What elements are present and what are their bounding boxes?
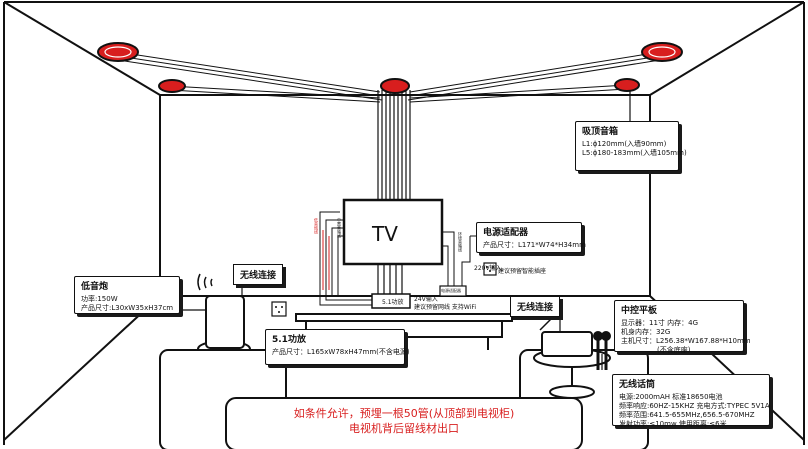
socket-hint-label: 建议预留智能插座 bbox=[498, 268, 547, 275]
v24-label: 24V输入 bbox=[414, 296, 438, 303]
control-panel-storage: 机身内存：32G bbox=[621, 328, 671, 336]
control-panel-card: 中控平板 显示器：11寸 内存：4G 机身内存：32G 主机尺寸：L256.38… bbox=[614, 300, 751, 354]
network-label: 建议预留网线 支持WiFi bbox=[414, 304, 477, 311]
ceiling-speaker-surround-right bbox=[614, 78, 640, 92]
power-adapter-title: 电源适配器 bbox=[483, 228, 529, 238]
control-panel-display: 显示器：11寸 内存：4G bbox=[621, 319, 699, 327]
ceiling-wires bbox=[117, 51, 661, 103]
bottom-note-line2: 电视机背后留线材出口 bbox=[349, 422, 459, 435]
microphone-title: 无线话筒 bbox=[619, 380, 656, 390]
microphone-row4: 发射功率:≤10mw 使用距离:≤6米 bbox=[619, 420, 727, 428]
vertical-label-1: 低音炮线 bbox=[314, 218, 319, 234]
ceiling-speakers bbox=[97, 42, 683, 94]
ceiling-speaker-surround-left bbox=[158, 79, 186, 93]
amp-box-label: 5.1功放 bbox=[382, 299, 404, 306]
side-table bbox=[533, 309, 611, 399]
power-adapter-size: 产品尺寸：L171*W74*H34mm bbox=[483, 241, 586, 249]
subwoofer-title: 低音炮 bbox=[81, 282, 109, 292]
microphone-row2: 频率响应:60HZ-15KHZ 充电方式:TYPEC 5V1A bbox=[619, 402, 770, 410]
subwoofer-power: 功率:150W bbox=[81, 295, 118, 303]
control-panel-size: 主机尺寸：L256.38*W167.88*H10mm bbox=[621, 337, 751, 345]
adapter-box bbox=[439, 285, 467, 297]
v220-label: 220V输入 bbox=[474, 265, 502, 272]
ceiling-speaker-l5: L5:ϕ180-183mm(入墙105mm) bbox=[582, 149, 687, 157]
bottom-note-line1: 如条件允许，预埋一根50管(从顶部到电视柜) bbox=[293, 407, 515, 420]
power-adapter-card: 电源适配器 产品尺寸：L171*W74*H34mm bbox=[476, 222, 586, 253]
ceiling-speaker-center bbox=[380, 78, 410, 94]
subwoofer-size: 产品尺寸:L30xW35xH37cm bbox=[81, 304, 174, 312]
vertical-label-2: 中置音箱线 bbox=[337, 218, 342, 238]
tv-label: TV bbox=[372, 222, 398, 246]
vertical-label-3: 环绕音箱线 bbox=[458, 232, 463, 252]
bottom-note: 如条件允许，预埋一根50管(从顶部到电视柜) 电视机背后留线材出口 bbox=[230, 406, 578, 436]
conduit-bundle bbox=[377, 90, 411, 296]
ceiling-speaker-l1: L1:ϕ120mm(入墙90mm) bbox=[582, 140, 667, 148]
amp-card: 5.1功放 产品尺寸：L165xW78xH47mm(不含电源) bbox=[265, 329, 410, 365]
amp-box bbox=[371, 293, 411, 309]
ceiling-speaker-front-left bbox=[97, 42, 139, 62]
ceiling-speaker-front-right bbox=[641, 42, 683, 62]
wireless-tag-left: 无线连接 bbox=[233, 264, 284, 285]
microphone-row1: 电源:2000mAH 标准18650电池 bbox=[619, 393, 723, 401]
side-wires bbox=[319, 211, 478, 306]
ceiling-speaker-card: 吸顶音箱 L1:ϕ120mm(入墙90mm) L5:ϕ180-183mm(入墙1… bbox=[575, 121, 687, 171]
control-panel-note: (不含底座) bbox=[657, 346, 691, 354]
amp-card-title: 5.1功放 bbox=[272, 335, 306, 345]
microphone-card: 无线话筒 电源:2000mAH 标准18650电池 频率响应:60HZ-15KH… bbox=[612, 374, 770, 428]
amp-card-size: 产品尺寸：L165xW78xH47mm(不含电源) bbox=[272, 348, 410, 356]
microphone-row3: 频率范围:641.5-655MHz,656.5-670MHZ bbox=[619, 411, 755, 419]
control-panel-title: 中控平板 bbox=[621, 306, 658, 316]
ceiling-speaker-title: 吸顶音箱 bbox=[582, 127, 619, 137]
subwoofer-card: 低音炮 功率:150W 产品尺寸:L30xW35xH37cm bbox=[74, 276, 180, 314]
adapter-small-label: 电源适配器 bbox=[441, 288, 461, 293]
wireless-tag-right: 无线连接 bbox=[510, 296, 561, 317]
